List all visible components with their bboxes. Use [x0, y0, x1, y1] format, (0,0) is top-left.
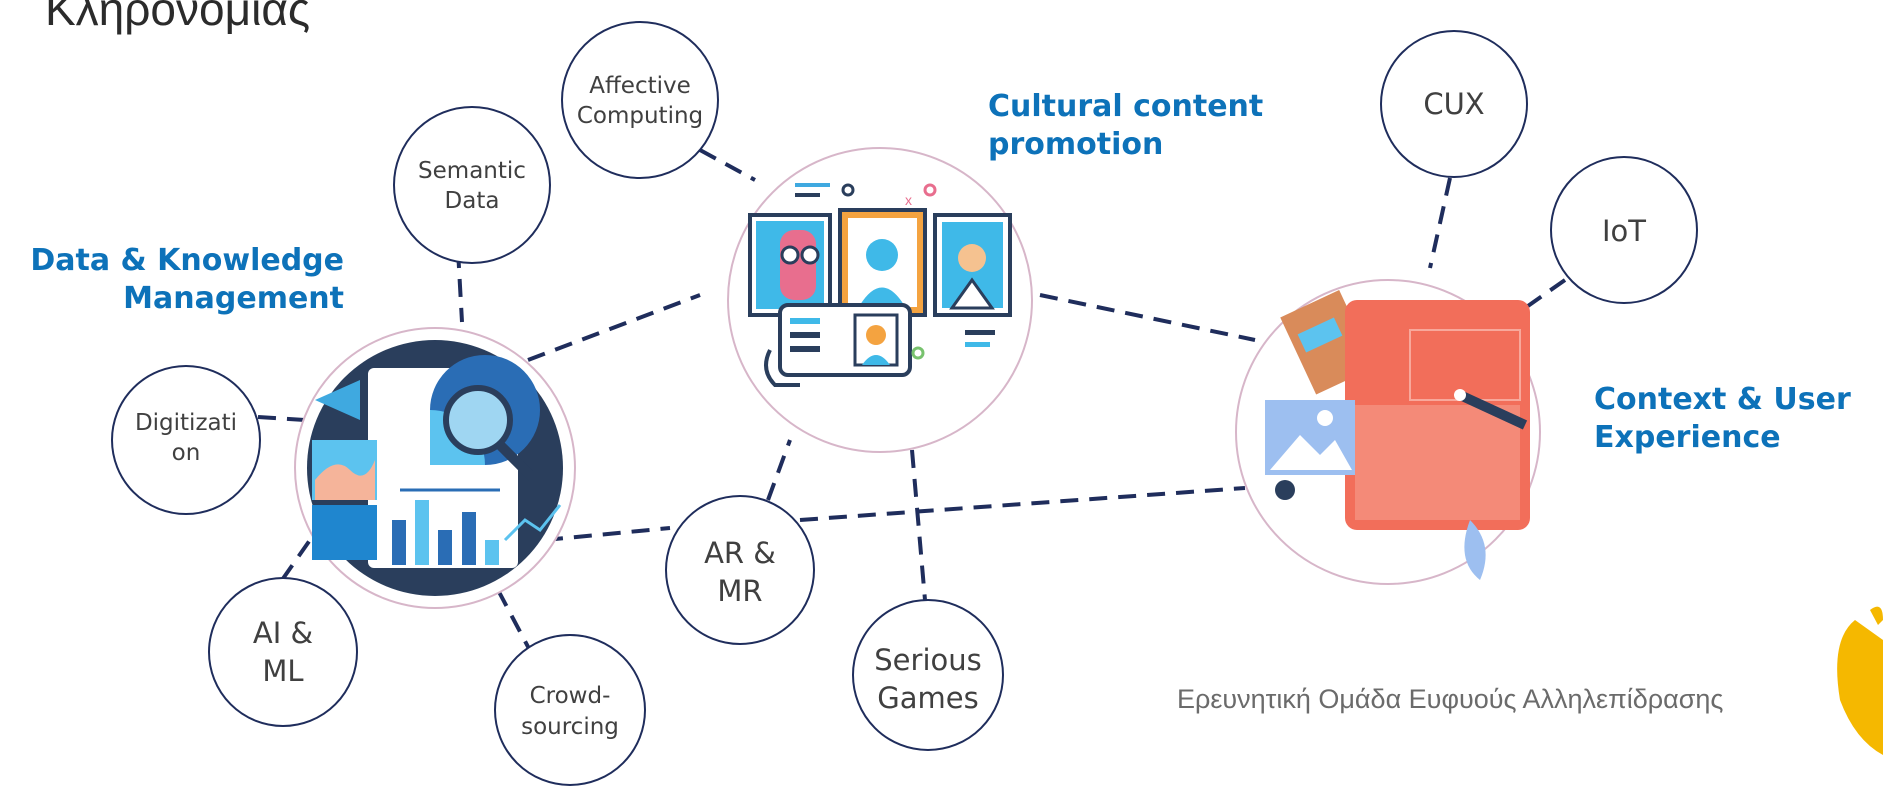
svg-text:x: x: [905, 192, 912, 208]
category-data-knowledge: Data & Knowledge Management: [12, 242, 344, 318]
node-crowd-line1: Crowd-: [530, 683, 611, 709]
node-digitization: Digitizati on: [111, 365, 261, 515]
category-context-ux: Context & User Experience: [1594, 381, 1851, 457]
node-ai-line2: ML: [262, 654, 303, 688]
node-ar-mr: AR & MR: [665, 495, 815, 645]
logo-icon: [1837, 606, 1883, 755]
connector-digitization-data: [257, 415, 306, 422]
connector-data-ar: [544, 526, 671, 542]
hub-data-knowledge: [294, 327, 576, 609]
connector-serious-cultural: [910, 449, 927, 601]
hub-context-ux: [1235, 279, 1541, 585]
node-cux: CUX: [1380, 30, 1528, 178]
node-affective-computing: Affective Computing: [561, 21, 719, 179]
node-affective-line2: Computing: [577, 103, 703, 129]
node-iot-label: IoT: [1602, 214, 1646, 248]
node-affective-line1: Affective: [589, 73, 691, 99]
node-semantic-data: Semantic Data: [393, 106, 551, 264]
node-ai-line1: AI &: [253, 616, 313, 650]
connector-affective-cultural: [699, 148, 756, 182]
node-digitization-line2: on: [172, 440, 201, 466]
connector-data-cultural: [527, 293, 701, 362]
connector-ar-ux: [799, 486, 1246, 522]
node-ai-ml: AI & ML: [208, 577, 358, 727]
node-ar-line1: AR &: [704, 536, 776, 570]
category-cultural-line1: Cultural content: [988, 89, 1264, 124]
node-serious-line1: Serious: [874, 643, 981, 677]
category-context-line1: Context & User: [1594, 382, 1851, 417]
ux-design-illustration: [1265, 289, 1530, 580]
connector-ai-data: [280, 538, 312, 582]
node-iot: IoT: [1550, 156, 1698, 304]
node-serious-line2: Games: [877, 681, 978, 715]
node-ar-line2: MR: [717, 574, 762, 608]
node-semantic-line1: Semantic: [418, 158, 526, 184]
connector-iot-ux: [1513, 278, 1567, 317]
connector-cux-ux: [1428, 177, 1452, 269]
cultural-promotion-illustration: x: [748, 183, 1012, 387]
category-data-knowledge-line2: Management: [123, 281, 344, 316]
node-serious-games: Serious Games: [852, 599, 1004, 751]
connectors: [257, 148, 1567, 661]
hub-cultural-content: x: [727, 147, 1033, 453]
research-group-footer: Ερευνητική Ομάδα Ευφυούς Αλληλεπίδρασης: [1177, 684, 1724, 714]
node-cux-label: CUX: [1423, 87, 1484, 121]
node-semantic-line2: Data: [445, 188, 500, 214]
category-cultural-line2: promotion: [988, 127, 1164, 162]
category-cultural-content: Cultural content promotion: [988, 88, 1263, 164]
page-title: Κληρονομιάς: [45, 0, 311, 35]
node-digitization-line1: Digitizati: [135, 410, 237, 436]
data-analytics-illustration: [307, 340, 563, 596]
category-data-knowledge-line1: Data & Knowledge: [30, 243, 344, 278]
category-context-line2: Experience: [1594, 420, 1781, 455]
node-crowd-line2: sourcing: [521, 714, 619, 740]
node-crowdsourcing: Crowd- sourcing: [494, 634, 646, 786]
connector-cultural-ux: [1039, 293, 1256, 342]
connector-ar-cultural: [766, 439, 792, 501]
